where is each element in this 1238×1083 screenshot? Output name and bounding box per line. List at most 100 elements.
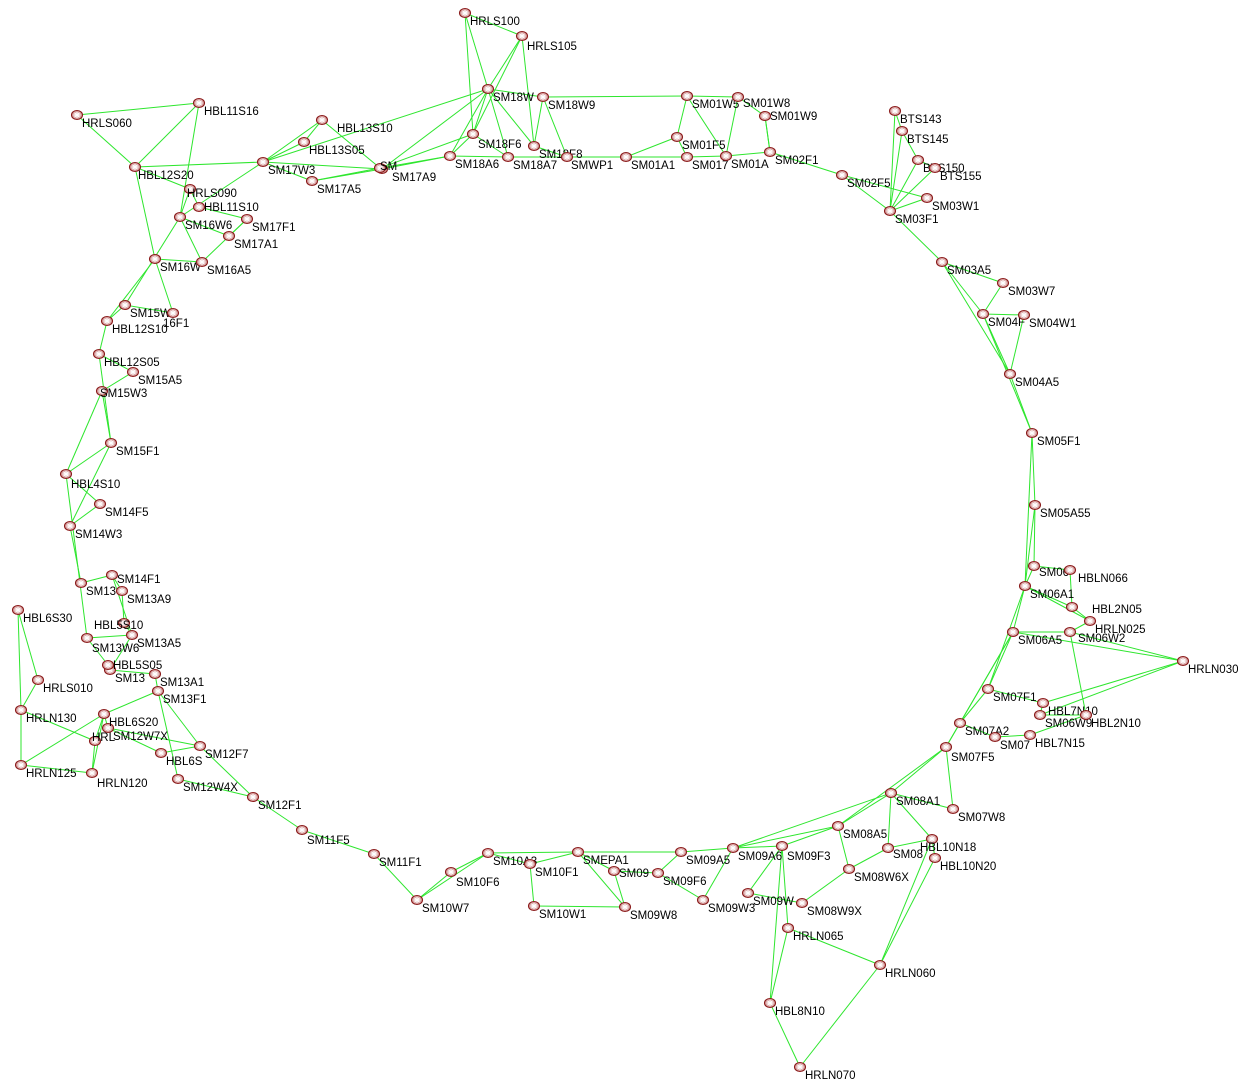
node-SM17A8[interactable]: SM (373, 161, 398, 174)
node-SM10F6[interactable]: SM10F6 (444, 866, 500, 890)
node-HBL5S05[interactable]: HBL5S05 (101, 659, 163, 672)
node-SM05A5[interactable]: SM05A55 (1028, 499, 1091, 521)
node-HRL[interactable]: HRL (88, 732, 116, 747)
node-SM18W9[interactable]: SM18W9 (536, 91, 596, 113)
node-SM05F1[interactable]: SM05F1 (1025, 427, 1081, 449)
node-HBL2N10[interactable]: HBL2N10 (1079, 709, 1141, 731)
node-SM18A6[interactable]: SM18A6 (443, 150, 500, 172)
node-SM01W5[interactable]: SM01W5 (680, 90, 740, 112)
node-SM04F[interactable]: SM04F (976, 308, 1026, 330)
node-SM13A9[interactable]: SM13A9 (115, 585, 172, 607)
node-SM15F1[interactable]: SM15F1 (104, 437, 160, 459)
node-SMEPA1[interactable]: SMEPA1 (571, 846, 629, 868)
node-HRLN125[interactable]: HRLN125 (14, 759, 77, 781)
node-BTS143[interactable]: BTS143 (888, 105, 942, 127)
node-HBL7N15[interactable]: HBL7N15 (1023, 729, 1085, 751)
node-SM10W1[interactable]: SM10W1 (527, 900, 587, 922)
node-SM01W8[interactable]: SM01W8 (731, 91, 791, 111)
node-HBL8N10[interactable]: HBL8N10 (763, 997, 825, 1019)
node-SM06W2[interactable]: SM06W2 (1063, 626, 1126, 646)
node-SM04A5[interactable]: SM04A5 (1003, 368, 1060, 390)
node-SM08[interactable]: SM08 (881, 842, 924, 862)
node-HRLS105[interactable]: HRLS105 (515, 30, 577, 54)
node-HRLN065[interactable]: HRLN065 (781, 922, 844, 944)
node-SM01W9[interactable]: SM01W9 (758, 110, 818, 123)
node-SM12W4X[interactable]: SM12W4X (171, 773, 239, 795)
node-SM09[interactable]: SM09 (607, 865, 650, 881)
node-HRLS100[interactable]: HRLS100 (458, 7, 520, 29)
node-BTS145[interactable]: BTS145 (895, 125, 949, 147)
node-SM10F1[interactable]: SM10F1 (523, 858, 579, 880)
node-SM04W1[interactable]: SM04W1 (1017, 309, 1077, 331)
node-SM09W3[interactable]: SM09W3 (696, 894, 756, 916)
node-HRLS010[interactable]: HRLS010 (31, 674, 93, 696)
node-SM02F1[interactable]: SM02F1 (763, 146, 819, 168)
node-SM14F5[interactable]: SM14F5 (93, 498, 149, 520)
node-SM18F8[interactable]: SM18F8 (527, 140, 583, 162)
node-SM07[interactable]: SM07 (988, 731, 1031, 753)
node-SM13A5[interactable]: SM13A5 (125, 629, 182, 651)
node-SM16F1[interactable]: 16F1 (163, 307, 189, 331)
node-SM18F6[interactable]: SM18F6 (466, 128, 522, 152)
node-HRLN130[interactable]: HRLN130 (14, 704, 77, 726)
node-HRLN060[interactable]: HRLN060 (873, 959, 936, 981)
node-SM13F1[interactable]: SM13F1 (151, 685, 207, 707)
node-SM06F1[interactable]: SM06 (1027, 560, 1070, 580)
node-SM017[interactable]: SM017 (680, 151, 729, 173)
node-SM10W7[interactable]: SM10W7 (410, 894, 470, 916)
node-HBL10N20[interactable]: HBL10N20 (928, 852, 997, 874)
node-SM08A5[interactable]: SM08A5 (831, 820, 888, 842)
node-HRLS090[interactable]: HRLS090 (183, 183, 237, 201)
node-SM18A7[interactable]: SM18A7 (501, 151, 558, 173)
node-SM16W6[interactable]: SM16W6 (173, 211, 233, 233)
node-SM17F1[interactable]: SM17F1 (240, 213, 296, 235)
node-SM15W9[interactable]: SM15W9 (118, 299, 178, 321)
node-HBL11S10[interactable]: HBL11S10 (192, 201, 259, 214)
node-SM09A6[interactable]: SM09A6 (726, 842, 783, 864)
node-HBL2N05[interactable]: HBL2N05 (1065, 601, 1142, 617)
node-SM01A[interactable]: SM01A (719, 150, 770, 172)
node-SM12W7X[interactable]: SM12W7X (101, 722, 169, 744)
node-HRLN030[interactable]: HRLN030 (1176, 655, 1238, 677)
node-SM18W[interactable]: SM18W (481, 83, 535, 105)
node-SM13A1[interactable]: SM13A1 (148, 668, 205, 690)
node-HRLS060[interactable]: HRLS060 (70, 109, 132, 131)
node-SM16W[interactable]: SM16W (148, 253, 202, 275)
node-SM03F1[interactable]: SM03F1 (883, 205, 939, 227)
node-SM03W7[interactable]: SM03W7 (996, 277, 1056, 299)
node-SM11F1[interactable]: SM11F1 (367, 848, 422, 870)
node-HBL11S16[interactable]: HBL11S16 (192, 97, 259, 119)
node-SM09F3[interactable]: SM09F3 (775, 840, 831, 864)
node-SM12F1[interactable]: SM12F1 (246, 791, 302, 813)
node-SM16A5[interactable]: SM16A5 (195, 256, 252, 278)
node-SM07A2[interactable]: SM07A2 (953, 717, 1010, 739)
node-HBL4S10[interactable]: HBL4S10 (59, 468, 121, 492)
node-HBL6S30[interactable]: HBL6S30 (11, 604, 73, 626)
node-HBL12S20[interactable]: HBL12S20 (128, 161, 194, 183)
node-SM17A1[interactable]: SM17A1 (222, 230, 279, 252)
node-SMWP1[interactable]: SMWP1 (560, 151, 614, 173)
node-HBL12S05[interactable]: HBL12S05 (92, 348, 160, 370)
node-SM13W[interactable]: SM13 (74, 577, 117, 599)
node-SM11F5[interactable]: SM11F5 (295, 824, 350, 848)
node-SM06A1[interactable]: SM06A1 (1018, 580, 1075, 602)
node-SM08W6X[interactable]: SM08W6X (842, 863, 910, 885)
node-HRLN070[interactable]: HRLN070 (793, 1061, 856, 1083)
node-HBL6S[interactable]: HBL6S (154, 747, 203, 769)
node-SM07F5[interactable]: SM07F5 (939, 741, 995, 765)
node-HBL13S10[interactable]: HBL13S10 (315, 114, 393, 136)
node-SM09W8[interactable]: SM09W8 (618, 901, 678, 923)
node-HRLN025[interactable]: HRLN025 (1083, 615, 1146, 637)
node-HRLN120[interactable]: HRLN120 (85, 767, 148, 791)
node-HBL12S10[interactable]: HBL12S10 (100, 315, 168, 337)
node-SM03A5[interactable]: SM03A5 (935, 256, 992, 278)
node-HBL5S10[interactable]: HBL5S10 (94, 617, 143, 633)
node-SM09A5[interactable]: SM09A5 (674, 846, 731, 868)
node-HBL13S05[interactable]: HBL13S05 (297, 136, 365, 158)
node-HBL10N18[interactable]: HBL10N18 (920, 833, 976, 855)
node-HBLN066[interactable]: HBLN066 (1063, 564, 1128, 586)
node-SM15W3[interactable]: SM15W3 (95, 385, 148, 401)
node-SM12F7[interactable]: SM12F7 (193, 740, 249, 762)
node-BTS155[interactable]: BTS155 (928, 162, 982, 184)
node-SM15A5[interactable]: SM15A5 (126, 366, 183, 388)
